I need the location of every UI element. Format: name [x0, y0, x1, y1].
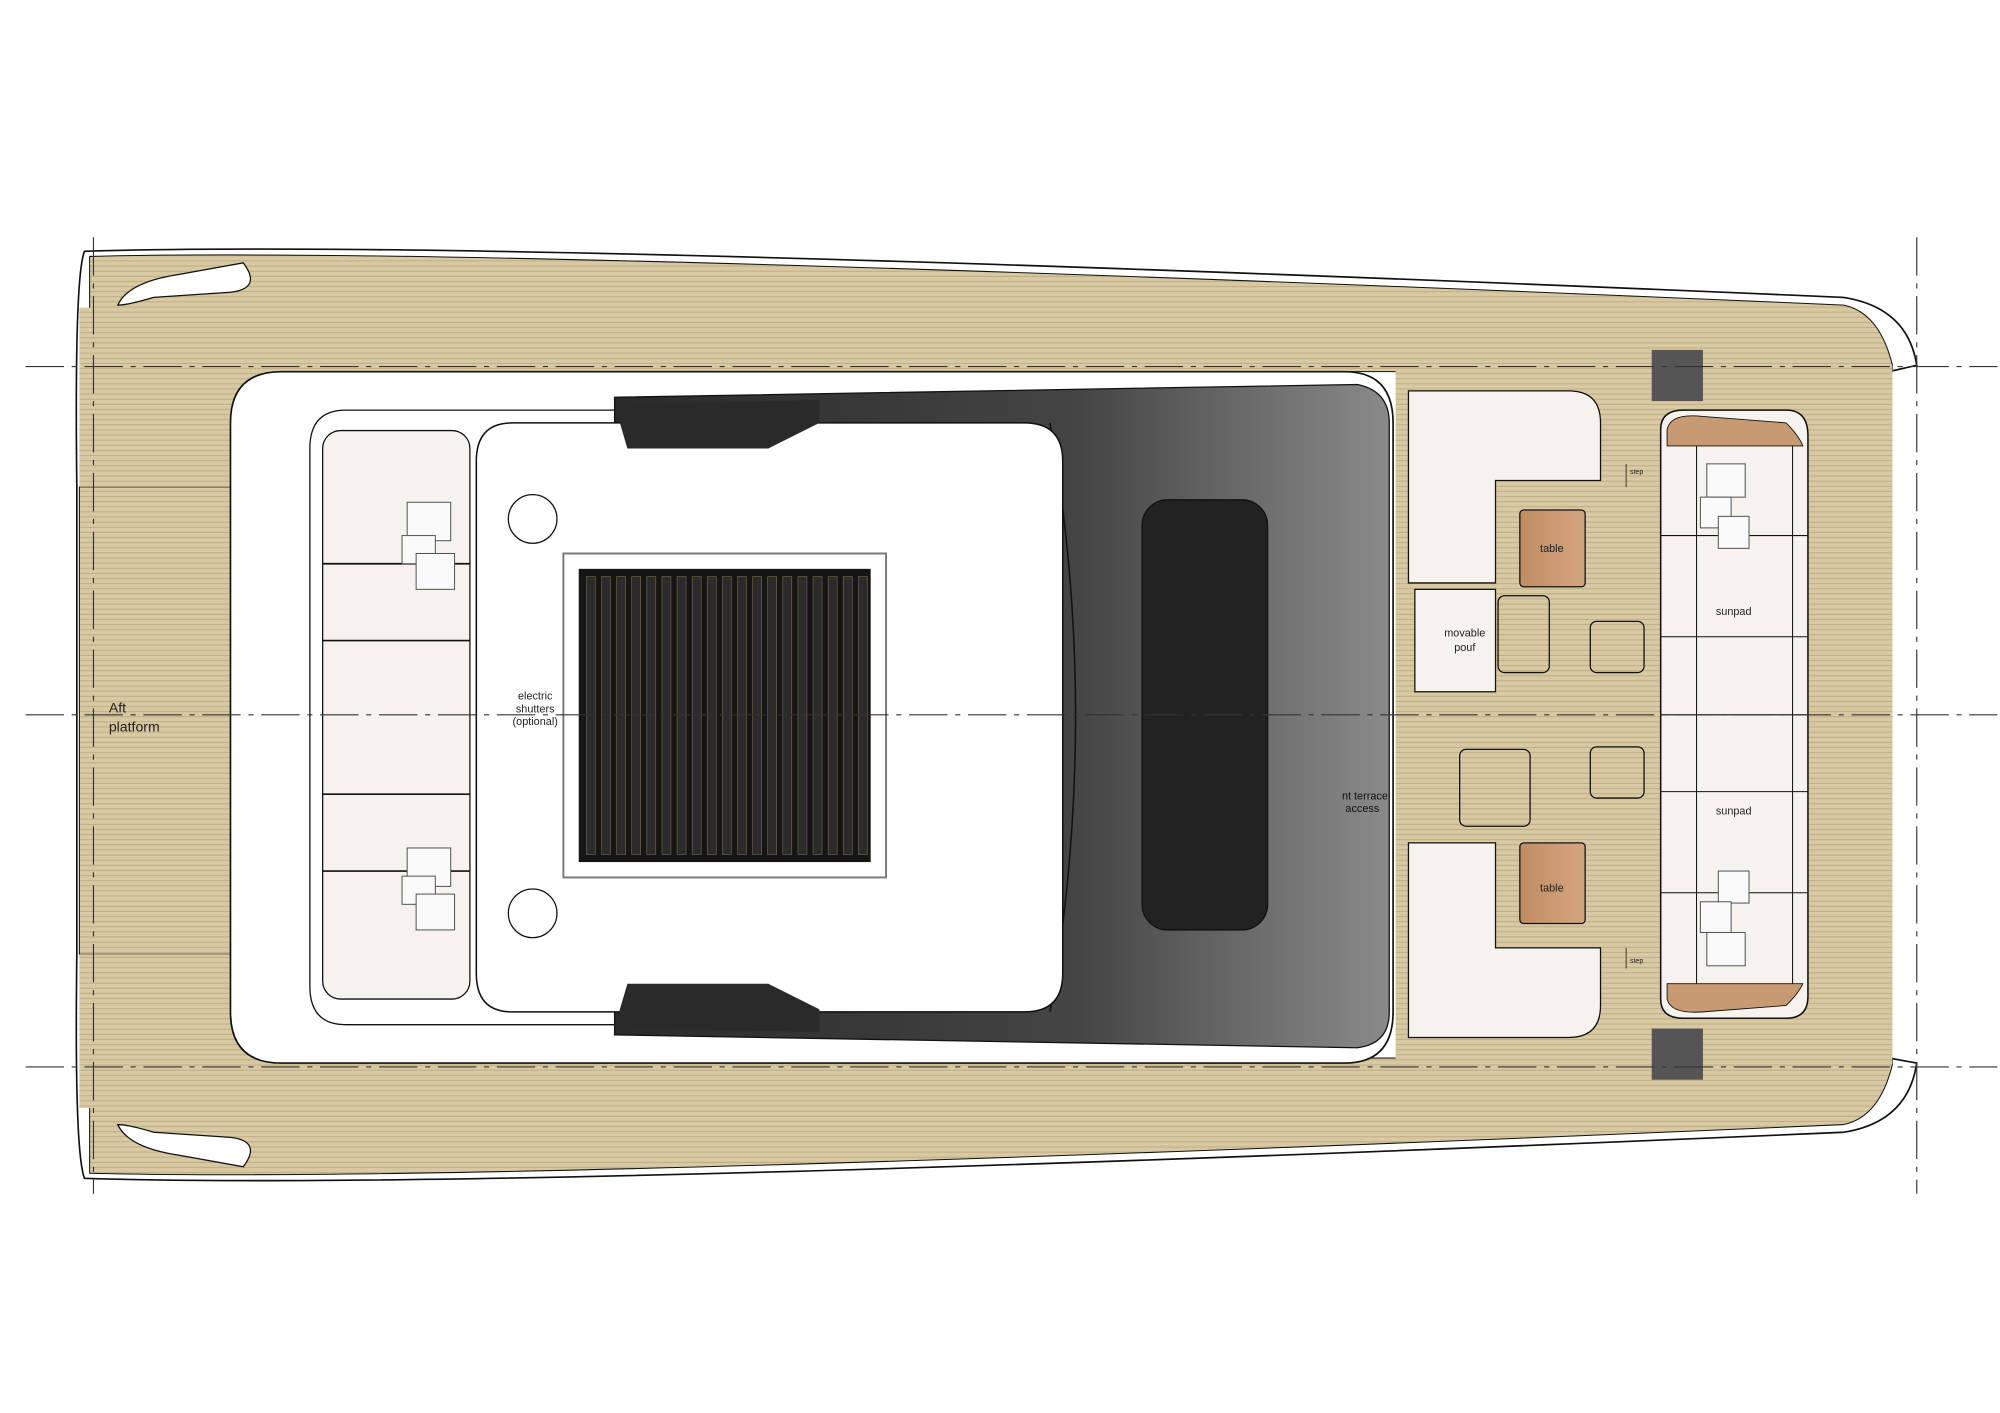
table-bottom-label: table — [1540, 883, 1564, 895]
sunpad-wood-bottom — [1666, 983, 1804, 1013]
sunpad-wood-top — [1666, 415, 1804, 447]
shutter-arm-bottom — [614, 983, 820, 1033]
shutter-slat — [631, 576, 641, 855]
shutter-slat — [782, 576, 793, 855]
shutter-arm-top — [614, 399, 820, 449]
shutter-slat — [722, 576, 732, 855]
shutter-slat — [812, 576, 823, 855]
shutter-slat — [827, 576, 838, 855]
shutter-slat — [737, 576, 747, 855]
shutter-slat — [858, 576, 868, 855]
sunpad — [1659, 409, 1809, 1020]
side-deck-port — [89, 254, 1893, 373]
shutter-slat — [661, 576, 672, 855]
electric-shutter-slats — [586, 576, 868, 855]
hatch-circle-bottom — [507, 888, 558, 939]
fore-cushion-bottom — [1407, 842, 1602, 1039]
pillows-port — [401, 501, 456, 931]
shutter-slat — [843, 576, 853, 855]
shutter-slat — [676, 576, 687, 855]
shutter-slat — [707, 576, 717, 855]
sunpad-bottom-label: sunpad — [1716, 806, 1752, 818]
side-deck-starboard — [89, 1057, 1893, 1176]
fore-cushion-top — [1407, 390, 1602, 584]
table-top-label: table — [1540, 543, 1564, 555]
shutter-slat — [691, 576, 702, 855]
shutter-slat — [752, 576, 762, 855]
shutter-slat — [586, 576, 596, 855]
pillows-sunpad — [1699, 463, 1750, 967]
movable-pouf — [1414, 588, 1497, 693]
aft-handle-starboard — [116, 1123, 252, 1168]
shutter-slat — [767, 576, 777, 855]
step-bottom-label: step — [1630, 958, 1643, 965]
shutter-slat — [601, 576, 611, 855]
hatch-circle-top — [507, 493, 558, 544]
table-bottom — [1519, 842, 1586, 925]
deck-hatches — [1459, 595, 1645, 827]
sunpad-top-label: sunpad — [1716, 606, 1752, 618]
shutter-slat — [646, 576, 657, 855]
aft-handle-port — [116, 262, 252, 306]
aft-platform — [78, 486, 247, 955]
cleat-starboard — [1651, 1028, 1703, 1080]
step-top-label: step — [1630, 469, 1643, 476]
shutter-slat — [797, 576, 808, 855]
shutter-slat — [616, 576, 626, 855]
cleat-port — [1651, 349, 1703, 402]
table-top — [1519, 509, 1586, 588]
